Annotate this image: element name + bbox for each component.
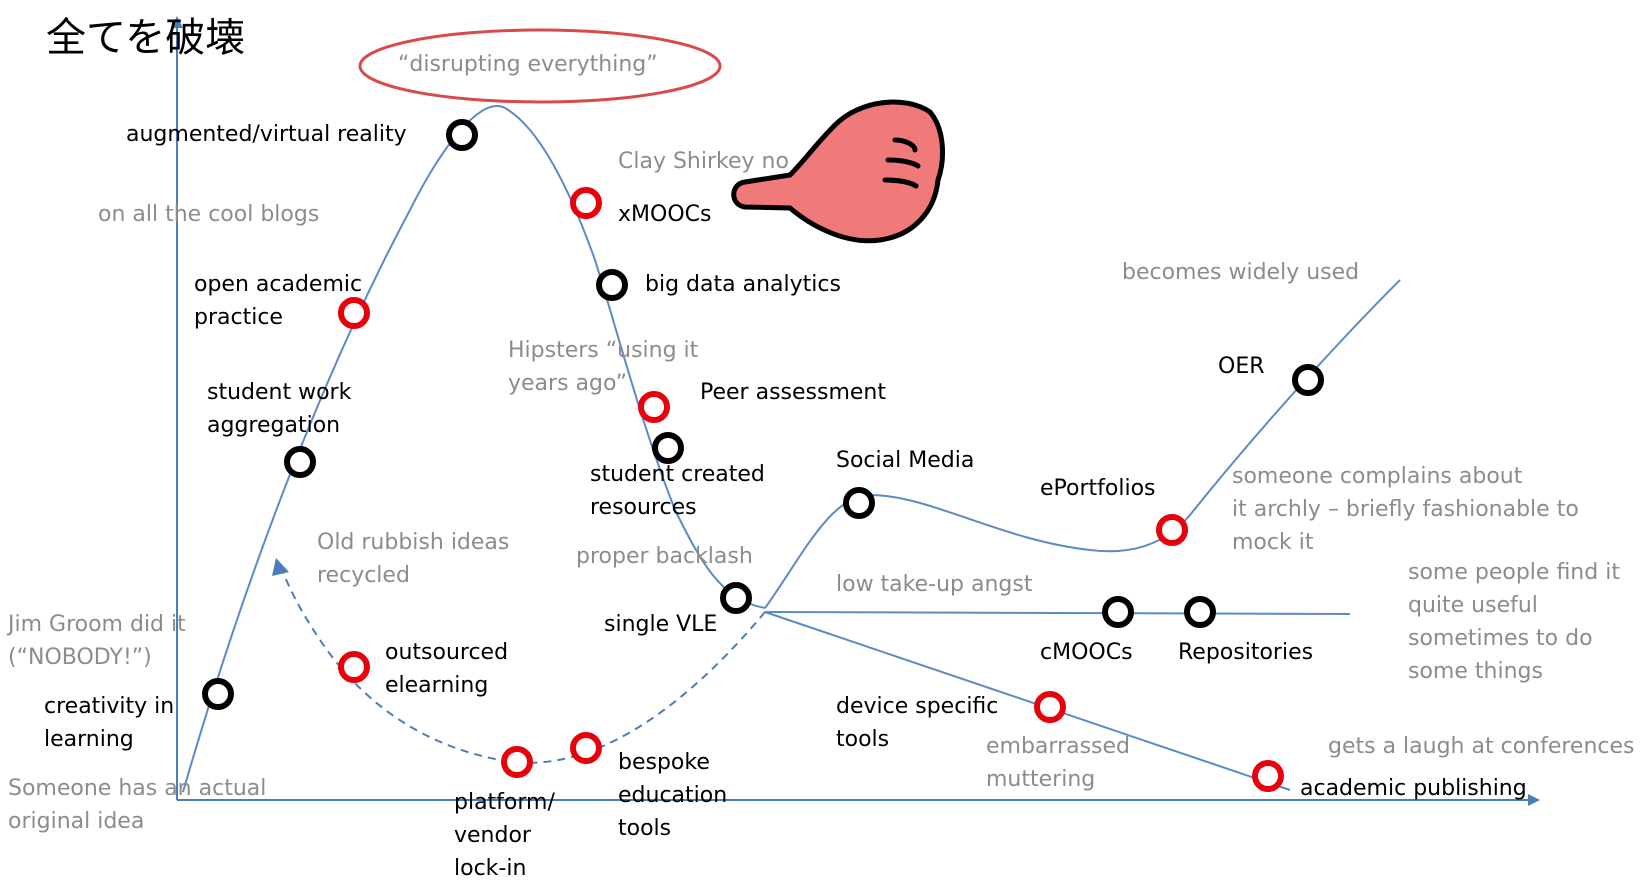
note-widely-used: becomes widely used [1122, 260, 1360, 285]
note-useful: some people find it quite useful sometim… [1408, 560, 1620, 684]
marker-platform [501, 746, 533, 778]
label-single-vle: single VLE [604, 612, 718, 637]
marker-bespoke [570, 732, 602, 764]
marker-creativity [202, 678, 234, 710]
note-original-idea: Someone has an actual original idea [8, 776, 267, 834]
label-student-created: student created resources [590, 462, 765, 520]
marker-augmented-vr [446, 119, 478, 151]
marker-big-data [596, 269, 628, 301]
label-creativity: creativity in learning [44, 694, 175, 752]
note-cool-blogs: on all the cool blogs [98, 202, 320, 227]
marker-eportfolios [1156, 514, 1188, 546]
label-cmoocs: cMOOCs [1040, 640, 1133, 665]
label-xmoocs: xMOOCs [618, 202, 712, 227]
note-rubbish-recycled: Old rubbish ideas recycled [317, 530, 510, 588]
marker-repositories [1184, 596, 1216, 628]
label-platform: platform/ vendor lock-in [454, 790, 555, 881]
label-augmented-vr: augmented/virtual reality [126, 122, 407, 147]
note-embarrassed: embarrassed muttering [986, 734, 1131, 792]
note-complains: someone complains about it archly – brie… [1232, 464, 1579, 555]
label-big-data: big data analytics [645, 272, 841, 297]
label-open-academic: open academic practice [194, 272, 363, 330]
label-academic-publishing: academic publishing [1300, 776, 1527, 801]
note-clay-shirkey: Clay Shirkey no [618, 149, 789, 174]
label-outsourced: outsourced elearning [385, 640, 509, 698]
note-hipsters: Hipsters “using it years ago” [508, 338, 699, 396]
pointing-hand-icon [731, 99, 945, 244]
marker-academic-publishing [1252, 760, 1284, 792]
label-student-work: student work aggregation [207, 380, 352, 438]
note-backlash: proper backlash [576, 544, 753, 569]
marker-oer [1292, 364, 1324, 396]
marker-social-media [843, 487, 875, 519]
curve-branch-oer [764, 279, 1401, 609]
label-social-media: Social Media [836, 448, 975, 473]
page-title: 全てを破壊 [46, 15, 246, 61]
note-laugh: gets a laugh at conferences [1328, 734, 1635, 759]
label-peer-assessment: Peer assessment [700, 380, 886, 405]
marker-cmoocs [1102, 596, 1134, 628]
marker-single-vle [720, 582, 752, 614]
recycle-arrowhead [272, 558, 289, 576]
marker-student-work [284, 446, 316, 478]
recycle-dashed-curve [279, 564, 766, 764]
note-low-takeup: low take-up angst [836, 572, 1033, 597]
note-disrupting: “disrupting everything” [398, 52, 658, 77]
note-jim-groom: Jim Groom did it (“NOBODY!”) [8, 612, 186, 670]
label-repositories: Repositories [1178, 640, 1314, 665]
marker-peer-assessment [638, 391, 670, 423]
marker-device-specific [1034, 691, 1066, 723]
marker-xmoocs [570, 187, 602, 219]
marker-open-academic [338, 297, 370, 329]
marker-outsourced [338, 651, 370, 683]
label-bespoke: bespoke education tools [618, 750, 728, 841]
curve-branch-plateau [764, 611, 1351, 615]
peak-highlight-ellipse [358, 28, 722, 104]
label-eportfolios: ePortfolios [1040, 476, 1156, 501]
hype-curve [182, 105, 766, 793]
curve-branch-decline [764, 611, 1291, 791]
marker-student-created [652, 432, 684, 464]
label-device-specific: device specific tools [836, 694, 999, 752]
label-oer: OER [1218, 354, 1265, 379]
